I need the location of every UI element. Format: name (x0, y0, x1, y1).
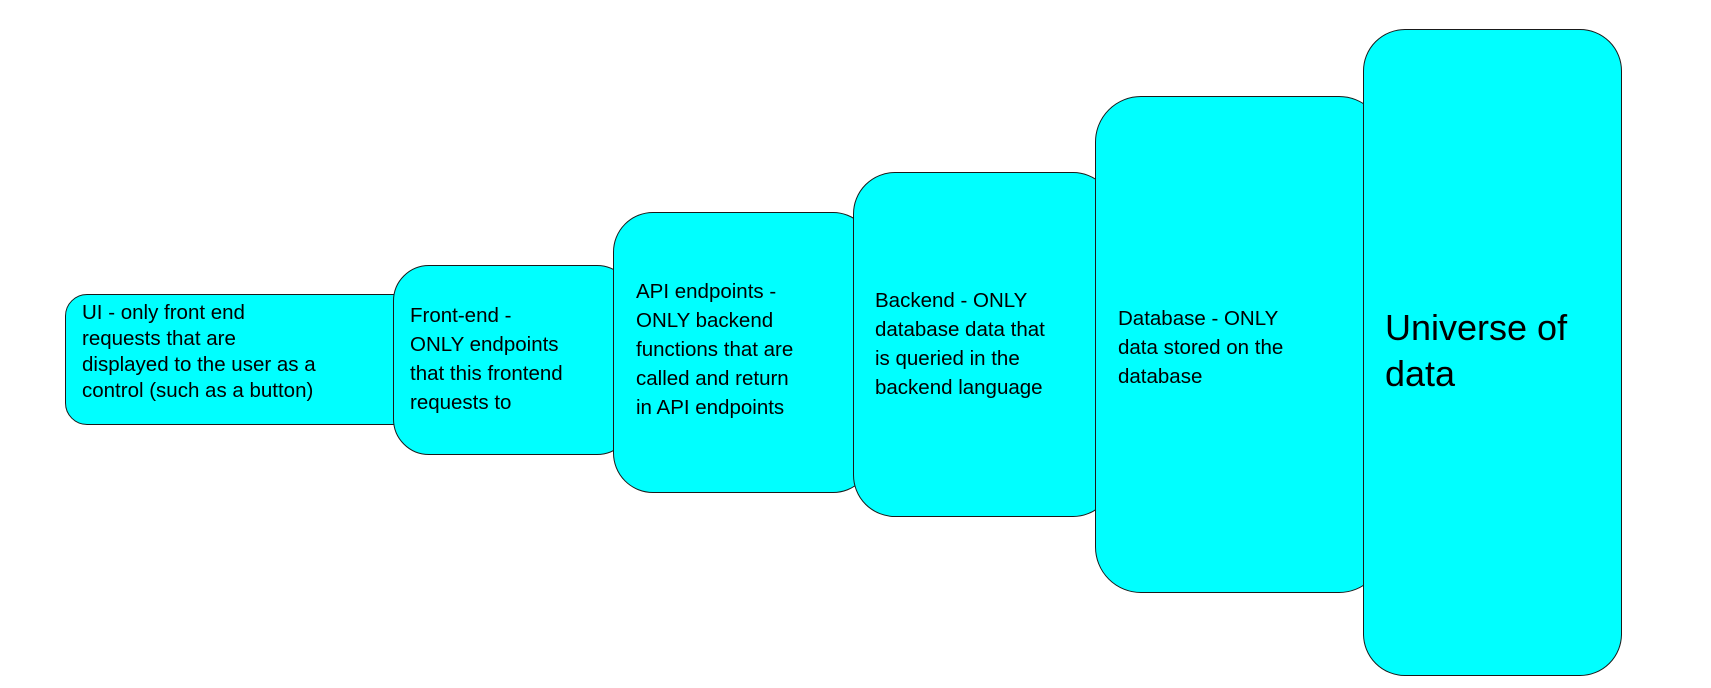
backend-layer-label: Backend - ONLY database data that is que… (875, 289, 1045, 399)
front-end-layer-label: Front-end - ONLY endpoints that this fro… (410, 304, 563, 414)
ui-layer-label: UI - only front end requests that are di… (82, 301, 316, 402)
backend-layer-box: Backend - ONLY database data that is que… (853, 172, 1115, 517)
api-endpoints-layer-box: API endpoints - ONLY backend functions t… (613, 212, 873, 493)
universe-of-data-label: Universe of data (1385, 307, 1568, 394)
front-end-layer-box: Front-end - ONLY endpoints that this fro… (393, 265, 633, 455)
ui-layer-box: UI - only front end requests that are di… (65, 294, 415, 425)
database-layer-label: Database - ONLY data stored on the datab… (1118, 307, 1284, 388)
api-endpoints-layer-label: API endpoints - ONLY backend functions t… (636, 280, 794, 419)
database-layer-box: Database - ONLY data stored on the datab… (1095, 96, 1385, 593)
universe-of-data-box: Universe of data (1363, 29, 1622, 676)
